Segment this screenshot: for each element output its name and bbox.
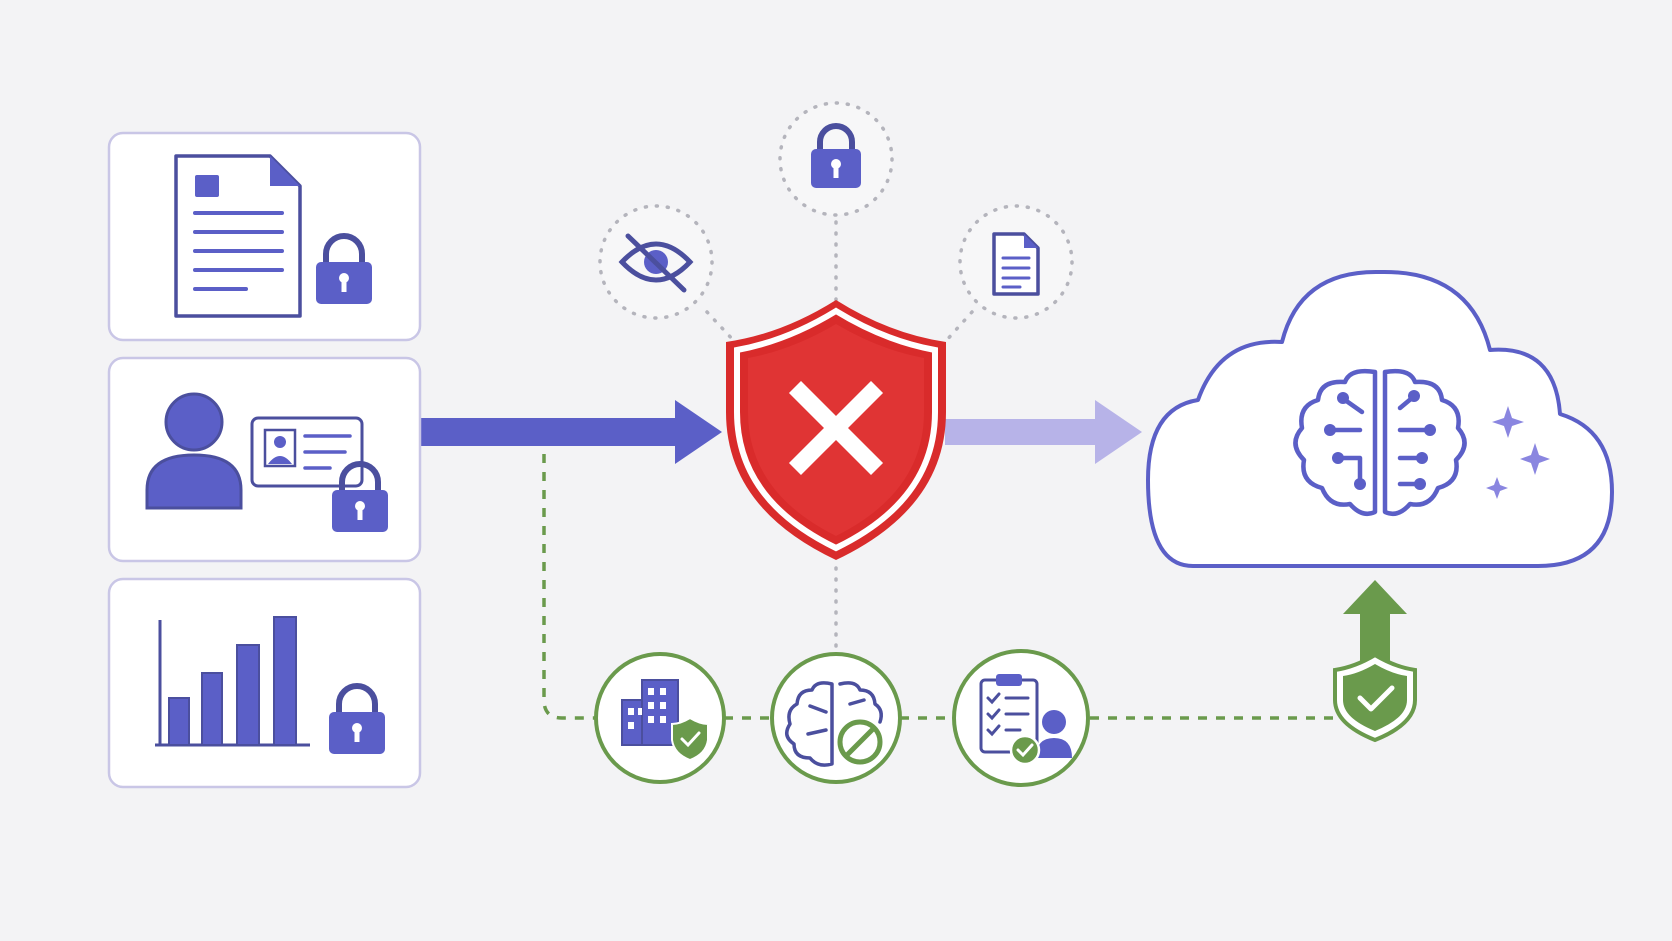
approved-step-building[interactable] — [594, 652, 726, 784]
protection-document[interactable] — [958, 204, 1074, 320]
lock-icon — [316, 233, 372, 304]
data-source-analytics[interactable] — [107, 577, 422, 789]
lock-icon — [811, 123, 861, 188]
approved-step-checklist[interactable] — [952, 649, 1090, 787]
approved-step-brain-blocked[interactable] — [770, 652, 902, 784]
user-icon — [145, 392, 243, 510]
sparkle-icon — [1486, 406, 1550, 499]
bar-chart-icon — [155, 616, 310, 747]
brain-blocked-icon — [785, 681, 883, 767]
document-icon — [174, 154, 302, 318]
shield-x-icon — [726, 300, 946, 560]
connectors — [420, 220, 1407, 720]
approved-arrow-up — [1343, 580, 1407, 662]
lock-icon — [332, 461, 388, 532]
checklist-user-icon — [979, 674, 1072, 766]
blocking-shield[interactable] — [726, 300, 946, 560]
brain-circuit-icon — [1293, 368, 1467, 516]
eye-slash-icon — [618, 233, 694, 293]
document-icon — [992, 232, 1040, 296]
data-source-identity[interactable] — [107, 356, 422, 563]
cloud-outline — [1146, 269, 1614, 568]
data-source-document[interactable] — [107, 131, 422, 342]
protection-lock[interactable] — [778, 101, 894, 217]
approved-path-line — [542, 454, 1340, 720]
protection-connectors — [705, 220, 974, 648]
lock-icon — [329, 683, 385, 754]
shield-check-icon — [1333, 652, 1417, 743]
ai-cloud[interactable] — [1146, 269, 1614, 568]
blocked-badge — [837, 719, 883, 765]
protection-eye-slash[interactable] — [598, 204, 714, 320]
flow-arrow-to-shield — [420, 400, 722, 464]
flow-arrow-to-cloud — [945, 400, 1142, 464]
id-card-icon — [250, 416, 364, 488]
building-shield-icon — [621, 679, 709, 762]
approved-end-shield[interactable] — [1333, 652, 1417, 743]
